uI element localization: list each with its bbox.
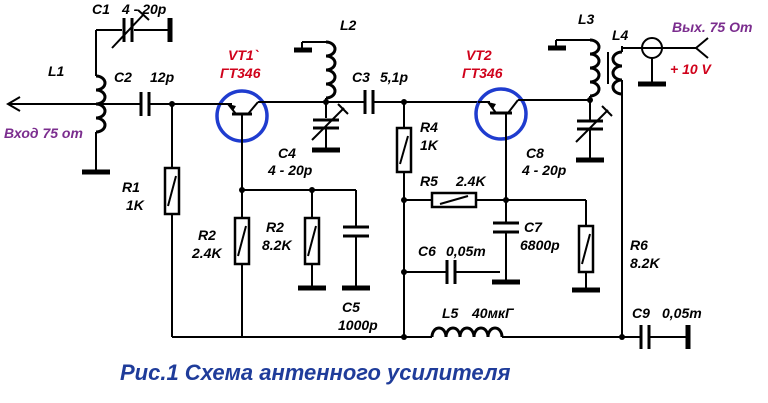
label-r6: R6: [630, 237, 648, 253]
capacitor-c3: [326, 90, 478, 114]
resistor-emitter-vt2: [572, 200, 600, 293]
value-c3: 5,1p: [380, 69, 408, 85]
transistor-vt2: [474, 87, 528, 141]
inductor-l5: [430, 326, 640, 338]
supply-label: + 10 V: [670, 61, 713, 77]
label-c2: C2: [114, 69, 132, 85]
resistor-r5: [404, 191, 586, 209]
value-r5: 2.4K: [455, 173, 486, 189]
value-c4: 4 - 20p: [267, 162, 313, 178]
capacitor-c7: [492, 200, 520, 285]
output-label: Вых. 75 От: [672, 19, 752, 35]
label-c3: C3: [352, 69, 370, 85]
value-r2b: 8.2K: [262, 237, 292, 253]
value-c7: 6800p: [520, 237, 560, 253]
label-c9: C9: [632, 305, 650, 321]
label-r2b: R2: [266, 219, 284, 235]
inductor-l4: [607, 46, 623, 337]
label-c6: C6: [418, 243, 436, 259]
resistor-r4: [395, 102, 413, 337]
input-label: Вход 75 от: [4, 125, 83, 141]
type-vt1: ГТ346: [220, 65, 261, 81]
label-r4: R4: [420, 119, 438, 135]
type-vt2: ГТ346: [462, 65, 503, 81]
label-r5: R5: [420, 173, 438, 189]
label-c7: C7: [524, 219, 543, 235]
label-l4: L4: [612, 27, 629, 43]
junction-dot: [587, 97, 593, 103]
label-r1: R1: [122, 179, 140, 195]
value-c9: 0,05m: [662, 305, 702, 321]
inductor-l2: [294, 40, 337, 118]
label-l5: L5: [442, 305, 459, 321]
label-l1: L1: [48, 63, 65, 79]
value-c2: 12p: [150, 69, 175, 85]
resistor-r2-2k4: [233, 216, 251, 337]
value-l5: 40мкГ: [471, 305, 515, 321]
value-r2a: 2.4K: [191, 245, 222, 261]
transistor-vt1: [215, 89, 269, 143]
inductor-l1: [82, 70, 110, 175]
value-r1: 1K: [126, 197, 145, 213]
output-connector: [622, 37, 709, 87]
value-r6: 8.2K: [630, 255, 660, 271]
capacitor-c5: [342, 190, 370, 291]
label-vt1: VT1`: [228, 47, 260, 63]
capacitor-c2: [96, 92, 218, 116]
capacitor-c9: [639, 325, 691, 349]
label-c4: C4: [278, 145, 296, 161]
label-c1: C1: [92, 1, 110, 17]
value-c5: 1000p: [338, 317, 378, 333]
label-c8: C8: [526, 145, 544, 161]
resistor-r1: [163, 104, 181, 337]
figure-caption: Рис.1 Схема антенного усилителя: [120, 360, 511, 385]
trimmer-c1: [95, 9, 173, 70]
input-arrow: [6, 96, 96, 112]
value-c6: 0,05m: [446, 243, 486, 259]
inductor-l3: [548, 38, 601, 120]
capacitor-c6: [404, 260, 500, 284]
label-l3: L3: [578, 11, 595, 27]
label-r2a: R2: [198, 227, 216, 243]
label-l2: L2: [340, 17, 357, 33]
label-vt2: VT2: [466, 47, 492, 63]
trimmer-c8: [575, 105, 613, 163]
label-c5: C5: [342, 299, 360, 315]
value-r4: 1K: [420, 137, 439, 153]
resistor-r2-8k2: [298, 190, 326, 291]
trimmer-c4: [311, 103, 349, 153]
value-c1: 4 - 20p: [121, 1, 167, 17]
value-c8: 4 - 20p: [521, 162, 567, 178]
